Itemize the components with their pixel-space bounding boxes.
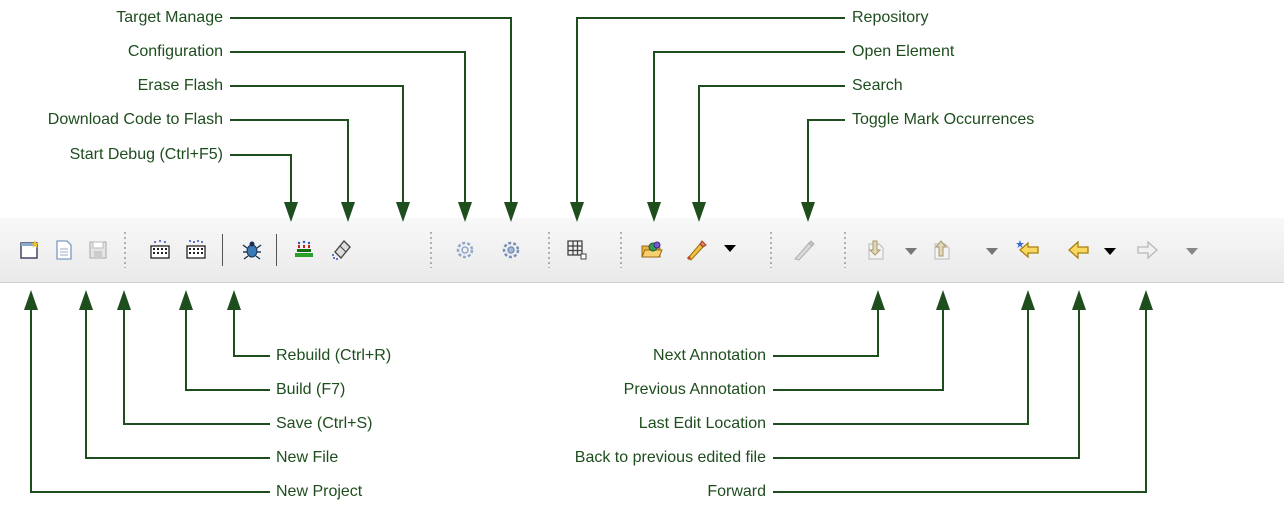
arrowhead-target-manage <box>504 202 518 222</box>
label-new-project: New Project <box>276 483 363 500</box>
build-icon[interactable] <box>148 238 172 262</box>
toolbar-separator <box>844 232 846 268</box>
connector-last-edit <box>773 306 1029 425</box>
toolbar-separator <box>124 232 126 268</box>
target-manage-icon[interactable] <box>499 238 523 262</box>
label-download-code: Download Code to Flash <box>47 111 223 128</box>
new-project-icon[interactable] <box>18 238 42 262</box>
connector-back <box>773 306 1080 459</box>
arrowhead-erase-flash <box>396 202 410 222</box>
toolbar-separator <box>276 234 277 266</box>
back-dropdown-icon[interactable] <box>1104 248 1116 255</box>
connector-start-debug <box>230 154 292 206</box>
connector-save <box>123 306 270 425</box>
arrowhead-rebuild <box>227 290 241 310</box>
next-annotation-dropdown-icon[interactable] <box>905 248 917 255</box>
search-icon[interactable] <box>684 238 708 262</box>
connector-next-annotation <box>773 306 879 357</box>
arrowhead-forward <box>1139 290 1153 310</box>
label-search: Search <box>852 77 903 94</box>
connector-new-project <box>30 306 270 493</box>
toolbar-separator <box>222 234 223 266</box>
arrowhead-new-project <box>24 290 38 310</box>
previous-annotation-dropdown-icon[interactable] <box>986 248 998 255</box>
new-file-icon[interactable] <box>52 238 76 262</box>
erase-flash-icon[interactable] <box>330 238 354 262</box>
connector-configuration <box>230 51 466 206</box>
search-dropdown-icon[interactable] <box>724 245 736 252</box>
configuration-icon[interactable] <box>453 238 477 262</box>
back-icon[interactable] <box>1066 238 1090 262</box>
label-save: Save (Ctrl+S) <box>276 415 373 432</box>
open-element-icon[interactable] <box>640 238 664 262</box>
connector-open-element <box>653 51 845 206</box>
connector-rebuild <box>233 306 270 357</box>
toolbar-separator <box>430 232 432 268</box>
label-toggle-mark: Toggle Mark Occurrences <box>852 111 1035 128</box>
save-icon[interactable] <box>86 238 110 262</box>
connector-forward <box>773 306 1147 493</box>
label-configuration: Configuration <box>127 43 223 60</box>
arrowhead-download-code <box>341 202 355 222</box>
arrowhead-search <box>692 202 706 222</box>
connector-search <box>698 85 845 206</box>
last-edit-icon[interactable] <box>1016 238 1040 262</box>
label-target-manage: Target Manage <box>116 9 223 26</box>
previous-annotation-icon[interactable] <box>930 238 954 262</box>
forward-dropdown-icon[interactable] <box>1186 248 1198 255</box>
connector-toggle-mark <box>807 119 845 206</box>
arrowhead-save <box>117 290 131 310</box>
connector-repository <box>576 17 845 206</box>
arrowhead-next-annotation <box>871 290 885 310</box>
label-erase-flash: Erase Flash <box>137 77 223 94</box>
label-start-debug: Start Debug (Ctrl+F5) <box>69 146 223 163</box>
arrowhead-open-element <box>647 202 661 222</box>
connector-build <box>185 306 270 391</box>
label-forward: Forward <box>707 483 766 500</box>
toolbar-separator <box>620 232 622 268</box>
arrowhead-build <box>179 290 193 310</box>
connector-new-file <box>85 306 270 459</box>
connector-download-code <box>230 119 349 206</box>
download-flash-icon[interactable] <box>292 238 316 262</box>
toolbar <box>0 218 1284 283</box>
arrowhead-last-edit <box>1021 290 1035 310</box>
next-annotation-icon[interactable] <box>864 238 888 262</box>
label-previous-annotation: Previous Annotation <box>623 381 766 398</box>
toolbar-separator <box>548 232 550 268</box>
connector-target-manage <box>230 17 512 206</box>
arrowhead-new-file <box>79 290 93 310</box>
rebuild-icon[interactable] <box>184 238 208 262</box>
label-open-element: Open Element <box>852 43 955 60</box>
arrowhead-repository <box>570 202 584 222</box>
debug-bug-icon[interactable] <box>240 238 264 262</box>
arrowhead-back <box>1072 290 1086 310</box>
arrowhead-configuration <box>458 202 472 222</box>
arrowhead-previous-annotation <box>936 290 950 310</box>
label-last-edit-location: Last Edit Location <box>638 415 766 432</box>
connector-erase-flash <box>230 85 404 206</box>
label-build: Build (F7) <box>276 381 346 398</box>
arrowhead-toggle-mark <box>801 202 815 222</box>
label-back-prev-file: Back to previous edited file <box>574 449 766 466</box>
label-new-file: New File <box>276 449 339 466</box>
repository-icon[interactable] <box>565 238 589 262</box>
label-rebuild: Rebuild (Ctrl+R) <box>276 347 392 364</box>
label-repository: Repository <box>852 9 929 26</box>
toolbar-separator <box>770 232 772 268</box>
label-next-annotation: Next Annotation <box>653 347 766 364</box>
arrowhead-start-debug <box>284 202 298 222</box>
connector-previous-annotation <box>773 306 944 391</box>
forward-icon[interactable] <box>1136 238 1160 262</box>
toggle-mark-icon[interactable] <box>792 238 816 262</box>
